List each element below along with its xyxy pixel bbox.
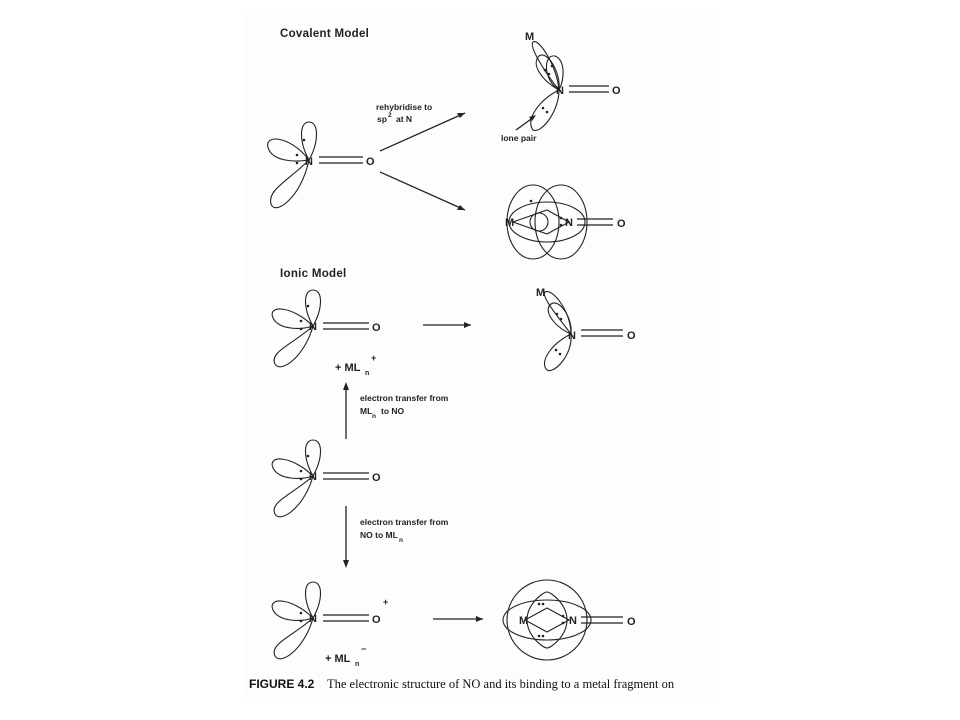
- bent-mno-covalent: M N O lone pair: [501, 31, 621, 143]
- no-neutral-ionic: N O: [271, 439, 381, 518]
- atom-n: N: [569, 615, 577, 627]
- figure-caption: The electronic structure of NO and its b…: [327, 677, 675, 691]
- cation-charge: +: [383, 597, 388, 607]
- bent-mno-ionic: M N O: [536, 287, 636, 371]
- no-binding-diagram: Covalent Model Ionic Model N O rehybridi…: [249, 28, 675, 691]
- arrow-to-bent: [379, 112, 466, 152]
- atom-n: N: [556, 85, 564, 97]
- label-et1-to-no: to NO: [381, 406, 405, 416]
- atom-m: M: [519, 615, 528, 627]
- atom-m: M: [505, 217, 514, 229]
- atom-o: O: [627, 616, 636, 628]
- label-et1-sub: n: [372, 413, 376, 420]
- label-lone-pair: lone pair: [501, 133, 537, 143]
- label-mln-minus-charge: −: [361, 644, 366, 654]
- label-sp-superscript: 2: [388, 112, 392, 119]
- label-mln-plus-charge: +: [371, 353, 376, 363]
- atom-n: N: [568, 330, 576, 342]
- label-rehybridise: rehybridise to: [376, 102, 432, 112]
- atom-o: O: [372, 472, 381, 484]
- label-et2-line2: NO to ML: [360, 530, 398, 540]
- atom-n: N: [309, 471, 317, 483]
- atom-n: N: [309, 321, 317, 333]
- atom-m: M: [525, 31, 534, 43]
- label-et2-sub: n: [399, 537, 403, 544]
- scanned-page: Covalent Model Ionic Model N O rehybridi…: [243, 14, 719, 702]
- atom-n: N: [565, 217, 573, 229]
- label-et2-line1: electron transfer from: [360, 517, 449, 527]
- label-mln-plus: + ML: [335, 362, 361, 374]
- atom-o: O: [612, 85, 621, 97]
- label-mln-minus: + ML: [325, 653, 351, 665]
- atom-o: O: [372, 614, 381, 626]
- atom-o: O: [617, 218, 626, 230]
- no-cation-ionic-bottom: N O +: [271, 581, 388, 660]
- atom-o: O: [372, 322, 381, 334]
- atom-n: N: [309, 613, 317, 625]
- label-sp: sp: [377, 114, 387, 124]
- atom-n: N: [305, 156, 313, 168]
- label-mln-plus-sub: n: [365, 370, 369, 377]
- arrow-to-linear: [379, 171, 466, 211]
- label-at-n: at N: [396, 114, 412, 124]
- no-cation-ionic-top: N O: [271, 289, 381, 368]
- label-mln-minus-sub: n: [355, 661, 359, 668]
- linear-mno-covalent: M N O: [505, 184, 626, 260]
- figure-number: FIGURE 4.2: [249, 677, 315, 691]
- label-et1-line1: electron transfer from: [360, 393, 449, 403]
- linear-mno-ionic: M N O: [502, 579, 636, 661]
- heading-covalent-model: Covalent Model: [280, 28, 369, 40]
- atom-o: O: [627, 330, 636, 342]
- heading-ionic-model: Ionic Model: [280, 268, 347, 280]
- label-et1-ml: ML: [360, 406, 372, 416]
- atom-o: O: [366, 156, 375, 168]
- atom-m: M: [536, 287, 545, 299]
- free-no-covalent: N O: [267, 121, 375, 209]
